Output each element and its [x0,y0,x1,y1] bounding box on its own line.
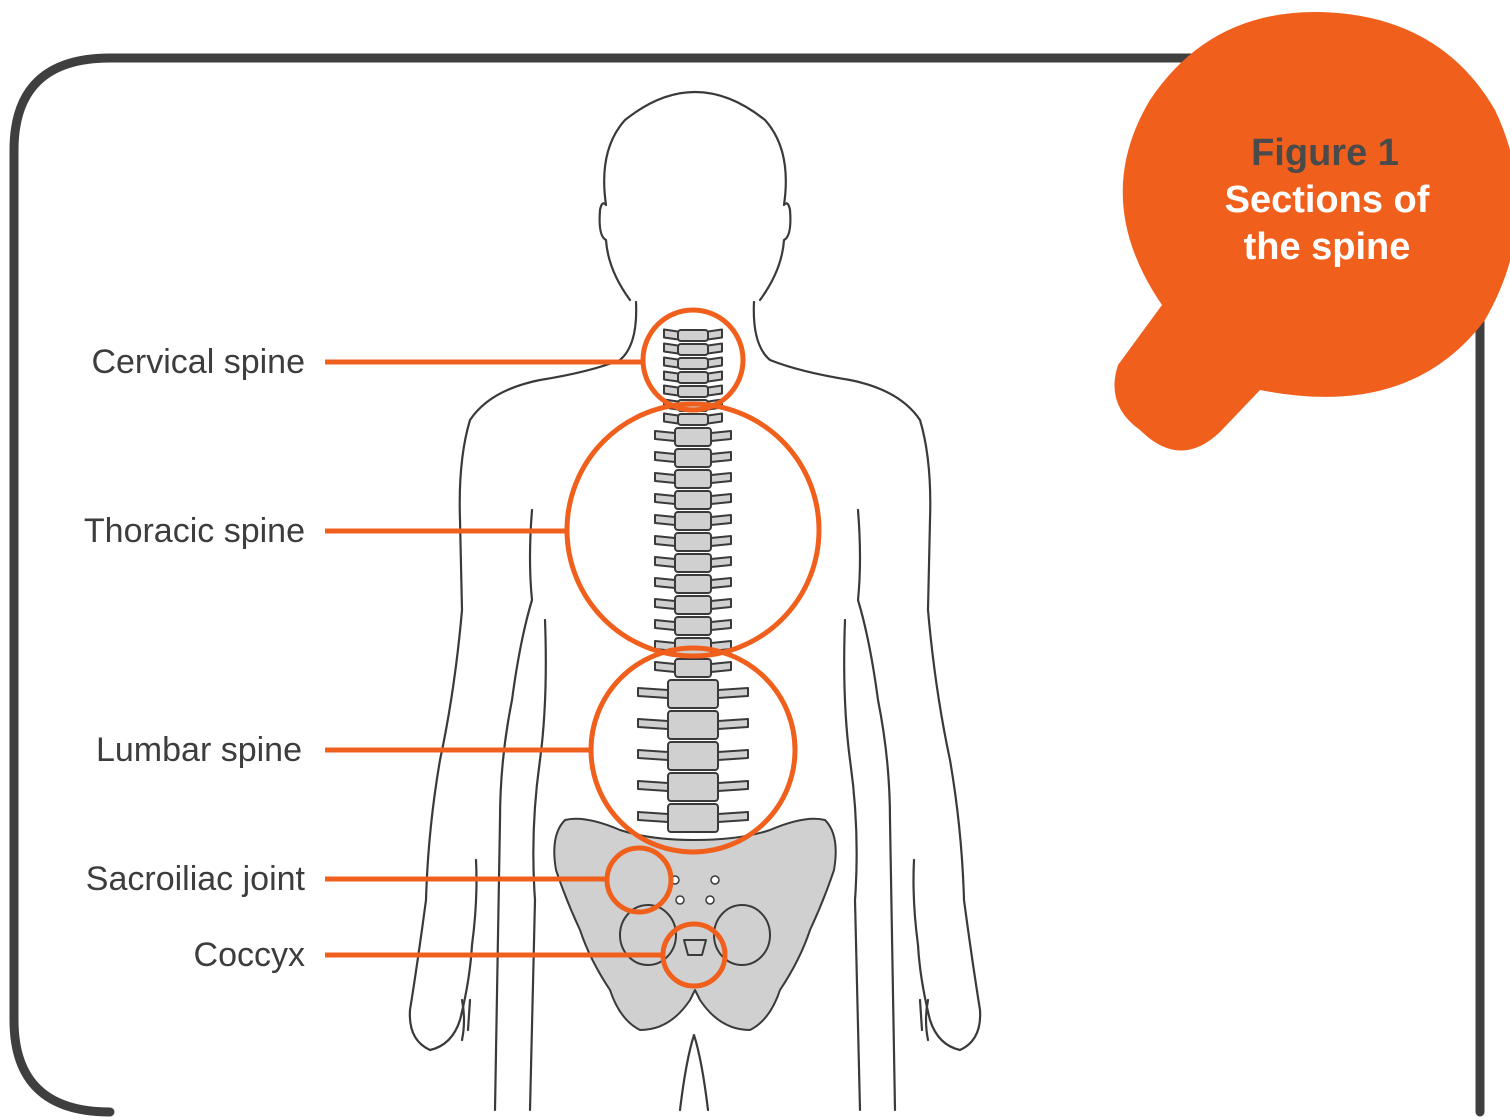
vertebra-process [638,781,668,791]
right-arm-inner [858,510,895,1110]
label-cervical: Cervical spine [91,343,305,381]
label-thoracic: Thoracic spine [84,512,305,550]
right-hand [920,1000,928,1040]
vertebra-process [655,662,675,672]
label-lumbar: Lumbar spine [96,731,302,769]
vertebra-process [718,781,748,791]
head-outline [600,92,791,300]
left-hand [462,1000,470,1040]
badge-subtitle-line2: the spine [1244,226,1411,268]
vertebra [668,804,718,832]
vertebra-process [711,578,731,588]
vertebra-process [711,662,731,672]
vertebra-process [711,599,731,609]
vertebra [678,344,708,355]
vertebra-process [655,431,675,441]
vertebra-process [655,473,675,483]
vertebra-process [664,386,678,396]
vertebra-process [708,330,722,340]
right-torso-side [844,620,860,1110]
vertebra-process [711,536,731,546]
vertebra [675,512,711,530]
label-sacroiliac: Sacroiliac joint [86,860,306,898]
vertebra-process [664,372,678,382]
vertebra-process [708,386,722,396]
vertebra-process [655,620,675,630]
vertebra [675,554,711,572]
vertebra-process [711,557,731,567]
vertebra-process [711,473,731,483]
badge-subtitle-line1: Sections of [1225,179,1430,221]
vertebra-process [655,536,675,546]
vertebra-process [655,578,675,588]
leg-divide [680,1035,708,1110]
vertebra [675,449,711,467]
vertebra-process [638,719,668,729]
vertebra-process [718,688,748,698]
vertebra [675,428,711,446]
vertebra-process [655,515,675,525]
vertebra-process [708,414,722,424]
vertebra-process [718,750,748,760]
vertebra-process [655,557,675,567]
vertebra-process [711,620,731,630]
vertebra-process [711,494,731,504]
coccyx-bone [684,940,706,955]
vertebra-process [655,599,675,609]
vertebra [678,330,708,341]
vertebra [678,386,708,397]
vertebra [675,575,711,593]
right-obturator [714,905,770,965]
vertebra [675,659,711,677]
vertebra [678,372,708,383]
badge-title: Figure 1 [1251,132,1399,174]
vertebra-process [664,344,678,354]
vertebra [678,414,708,425]
vertebra-process [638,812,668,822]
vertebra [675,596,711,614]
vertebra [675,533,711,551]
vertebra-process [708,358,722,368]
vertebra-process [711,431,731,441]
vertebra-process [664,358,678,368]
vertebra [678,358,708,369]
vertebra-process [664,414,678,424]
vertebra-process [655,452,675,462]
vertebra-process [708,372,722,382]
vertebra [668,711,718,739]
vertebra [675,491,711,509]
label-coccyx: Coccyx [194,936,305,974]
vertebra [668,742,718,770]
vertebra-process [718,719,748,729]
vertebra-process [638,688,668,698]
vertebra-process [711,452,731,462]
vertebra-process [664,330,678,340]
vertebra [675,617,711,635]
vertebra-process [638,750,668,760]
vertebra [675,470,711,488]
figure-badge: Figure 1 Sections of the spine [1114,12,1510,451]
left-torso-side [530,620,546,1110]
vertebra-process [718,812,748,822]
vertebra [668,680,718,708]
vertebra-process [711,515,731,525]
vertebra-process [708,344,722,354]
vertebra [668,773,718,801]
left-arm-inner [495,510,532,1110]
vertebra-process [655,494,675,504]
